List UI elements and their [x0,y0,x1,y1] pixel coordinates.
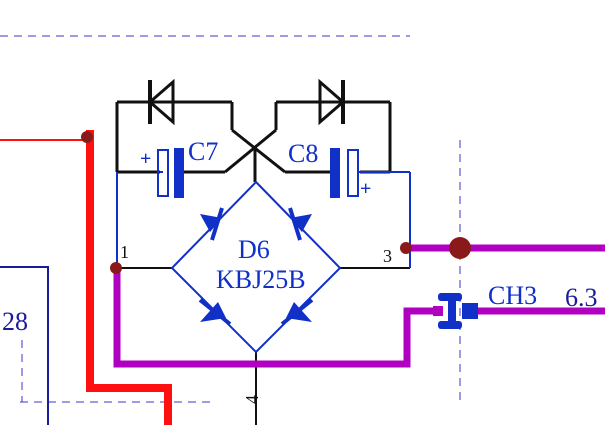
junction-pin1 [110,262,122,274]
left-component-label: 28 [2,307,28,336]
connector-ch3 [433,293,478,329]
c7-plus: + [140,148,151,170]
junction-pin3 [400,242,412,254]
pin-3-label: 3 [383,246,392,266]
wire-black [231,128,286,174]
connector-label: CH3 [488,281,537,310]
junction-large [449,237,471,259]
magenta-wire-loop [113,268,435,368]
left-component-outline [0,266,49,425]
pin-4-label: 4 [242,395,262,404]
wire-black [224,128,277,174]
diode-right [318,78,346,126]
capacitor-c7 [157,148,225,198]
c8-plus: + [360,178,371,200]
bridge-rectifier-d6 [170,180,342,354]
pin-1-label: 1 [120,242,129,262]
red-wire-thick [86,130,172,425]
capacitor-c8 [285,148,410,198]
junction-red [81,131,93,143]
c7-label: C7 [188,137,218,166]
bridge-part-label: KBJ25B [216,265,306,294]
bridge-reference-label: D6 [238,235,270,264]
connector-value: 6.3 [565,283,598,312]
diode-left [147,78,175,126]
c8-label: C8 [288,139,318,168]
